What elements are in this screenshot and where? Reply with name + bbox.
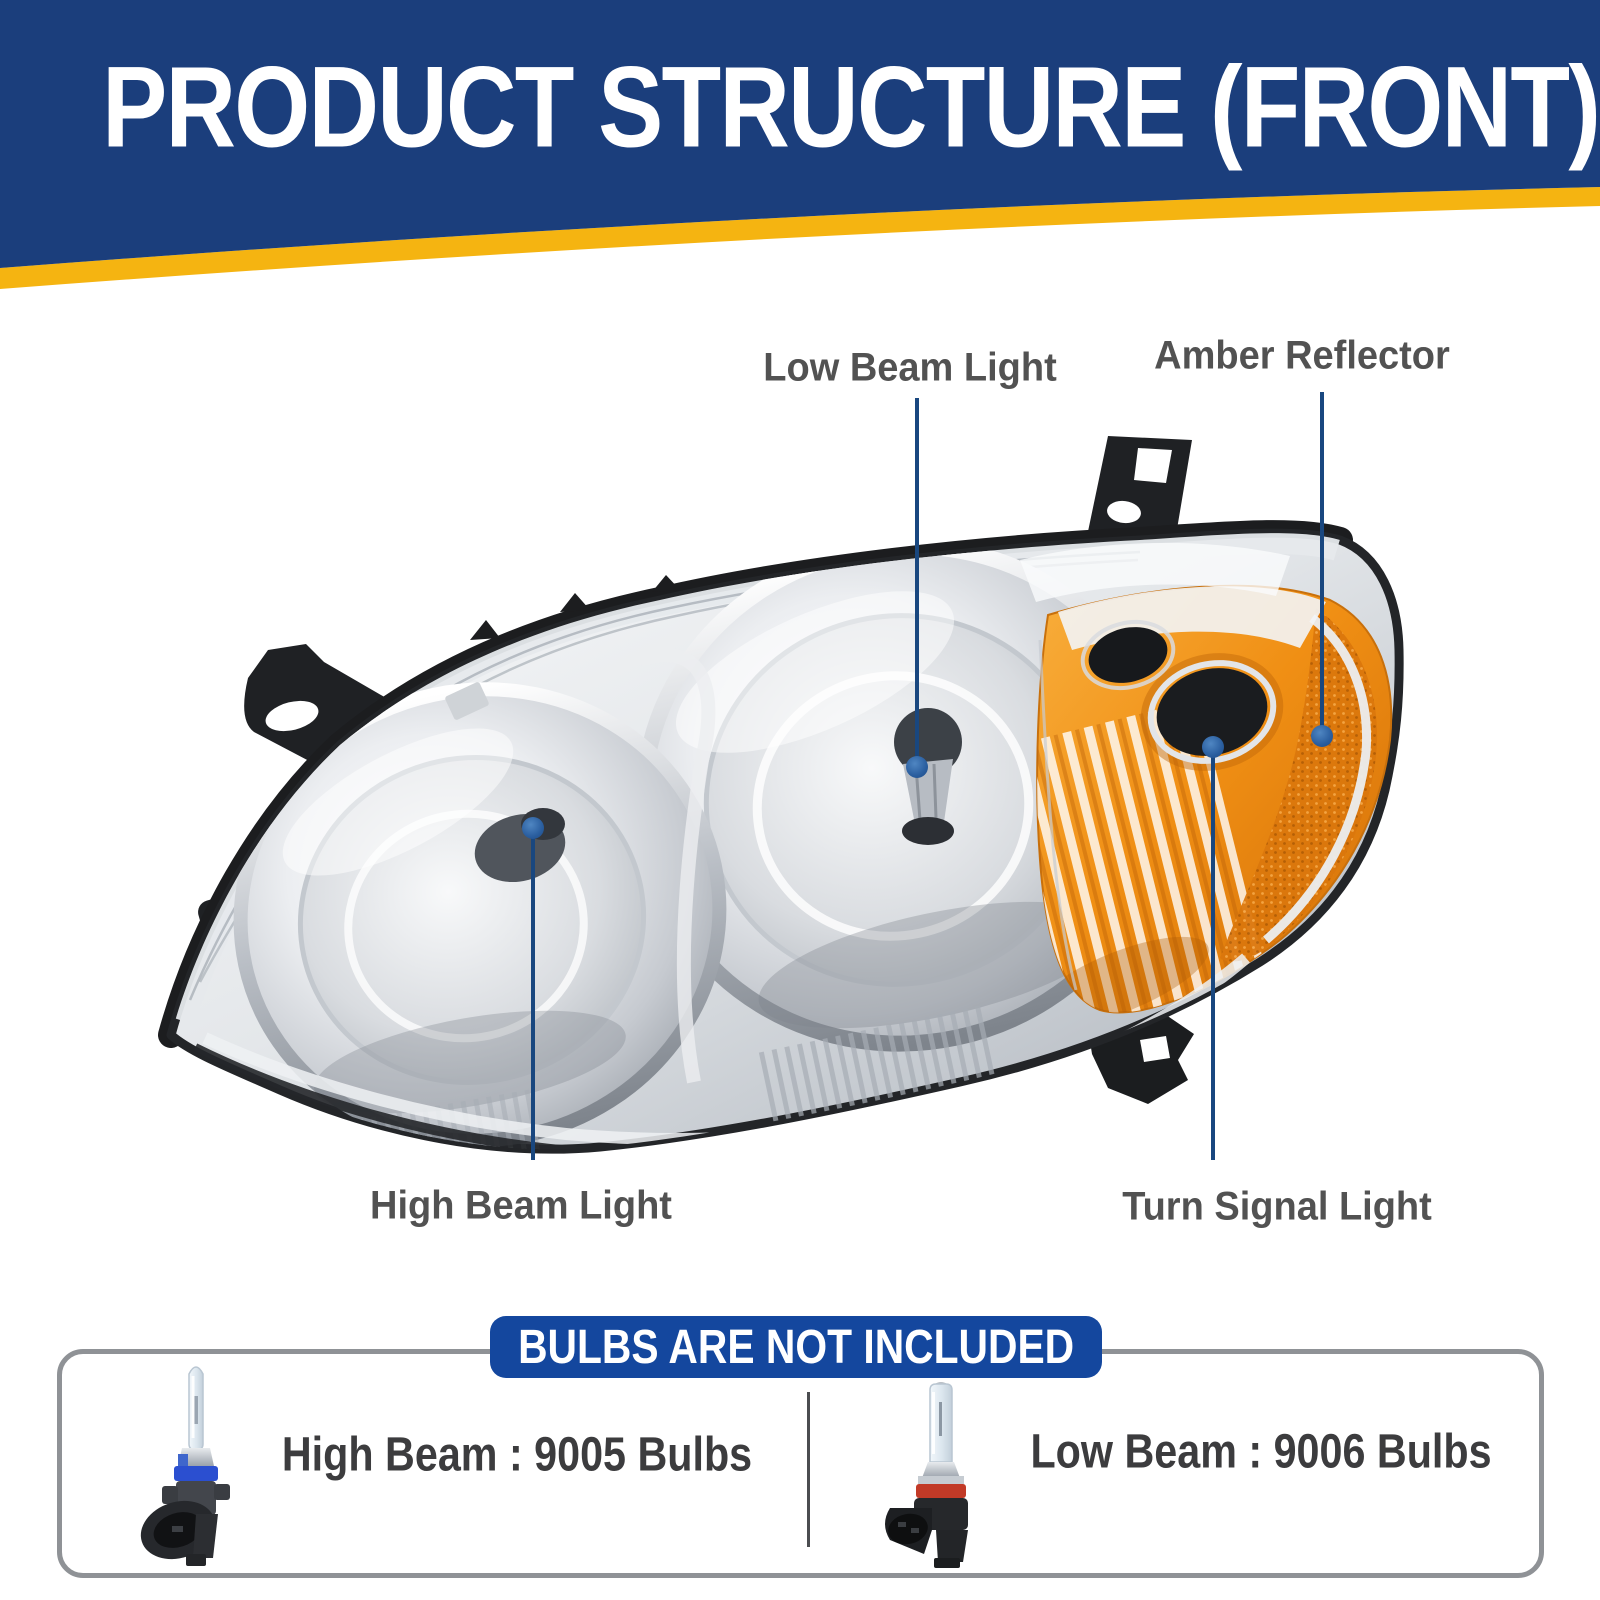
callout-label-high-beam: High Beam Light (370, 1183, 672, 1228)
marker-dot-amber-reflector (1311, 725, 1333, 747)
page-title: PRODUCT STRUCTURE (FRONT) (102, 42, 1600, 172)
low-beam-bulb-label: Low Beam : 9006 Bulbs (1030, 1425, 1492, 1479)
mounting-tab-top (1086, 436, 1192, 547)
header-blue-swoosh (0, 0, 1600, 268)
bulb-9005-icon (140, 1366, 230, 1566)
mounting-tab-left (244, 644, 442, 772)
side-bulb-hole (1080, 620, 1176, 690)
part-sticker (445, 682, 489, 720)
leader-line-amber-reflector (1320, 392, 1324, 736)
bulbs-note-banner: BULBS ARE NOT INCLUDED (490, 1316, 1102, 1378)
marker-dot-turn-signal (1202, 736, 1224, 758)
bulbs-note-divider (807, 1392, 810, 1547)
high-beam-bowl (233, 682, 727, 1148)
low-beam-bowl (635, 538, 1175, 1052)
callout-label-turn-signal: Turn Signal Light (1122, 1184, 1432, 1229)
leader-line-high-beam (531, 828, 535, 1160)
mounting-tab-bottom-right (1086, 1004, 1194, 1104)
callout-label-low-beam: Low Beam Light (763, 345, 1057, 390)
header-banner (0, 0, 1600, 289)
bulb-9006-icon (885, 1382, 968, 1568)
marker-dot-high-beam (522, 817, 544, 839)
bulbs-note-box (57, 1349, 1544, 1578)
housing-trim (158, 520, 1353, 1048)
mounting-nub-left (198, 881, 298, 961)
header-accent-stripe (0, 187, 1600, 289)
leader-line-low-beam (915, 398, 919, 767)
callout-label-amber-reflector: Amber Reflector (1154, 333, 1450, 378)
high-beam-bulb-label: High Beam : 9005 Bulbs (281, 1428, 753, 1482)
marker-dot-low-beam (906, 756, 928, 778)
leader-line-turn-signal (1211, 747, 1215, 1160)
amber-reflector-area (1036, 584, 1393, 1014)
